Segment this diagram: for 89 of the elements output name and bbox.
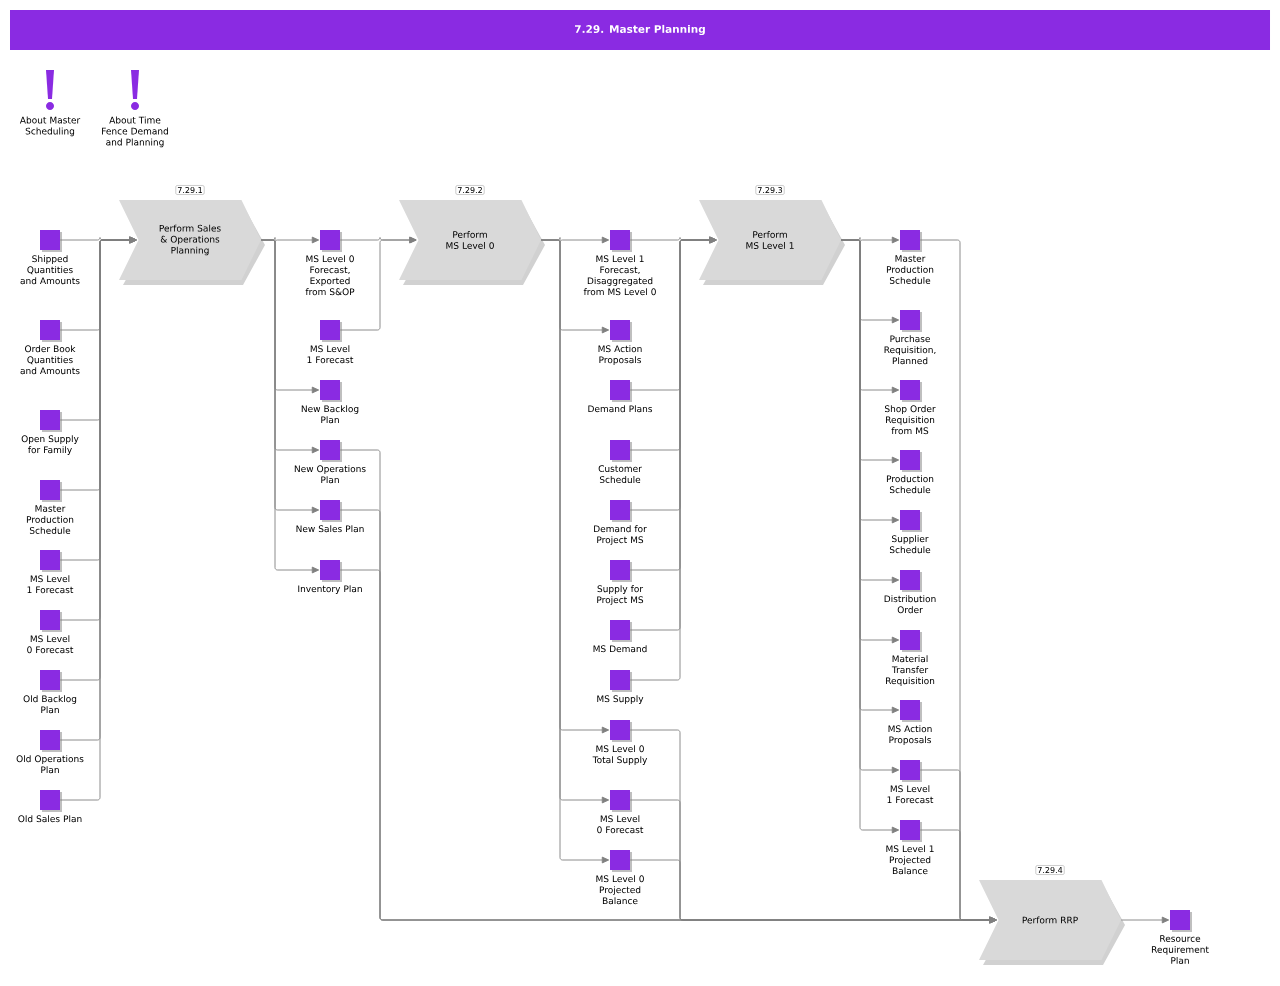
node-label: Resource Requirement Plan — [1151, 935, 1209, 964]
data-object: Old Backlog Plan — [23, 670, 77, 714]
node-label: Demand Plans — [588, 405, 653, 413]
node-label: Demand for Project MS — [594, 525, 647, 545]
note-link: About Time Fence Demand and Planning — [102, 116, 168, 148]
node-label: MS Action Proposals — [598, 345, 642, 365]
data-object: MS Level 0 Forecast — [27, 610, 74, 654]
process-chevron: Perform Sales & Operations Planning — [119, 200, 265, 285]
node-label: New Backlog Plan — [301, 405, 359, 424]
node-label: Old Operations Plan — [16, 755, 84, 774]
node-label: Order Book Quantities and Amounts — [20, 345, 80, 375]
data-object: MS Level 1 Forecast — [887, 760, 934, 804]
data-object: Demand for Project MS — [594, 500, 647, 545]
step-number: 7.29.4 — [1035, 865, 1065, 875]
step-number: 7.29.2 — [455, 185, 485, 195]
data-object: Resource Requirement Plan — [1151, 910, 1209, 964]
connector-arrow — [339, 236, 417, 331]
title-bar: 7.29. Master Planning — [10, 10, 1270, 50]
data-object: Master Production Schedule — [886, 230, 934, 284]
node-label: Old Sales Plan — [18, 815, 82, 823]
data-object: New Operations Plan — [294, 440, 366, 484]
node-label: MS Level 1 Forecast — [887, 785, 934, 804]
node-label: MS Level 1 Forecast — [307, 345, 354, 364]
data-object: MS Level 0 Forecast — [597, 790, 644, 834]
data-object: Order Book Quantities and Amounts — [20, 320, 80, 375]
data-object: MS Level 1 Forecast, Disaggregated from MS Level 0 — [583, 230, 656, 296]
process-chevron: Perform MS Level 1 — [699, 200, 845, 285]
node-label: Material Transfer Requisition — [886, 655, 935, 686]
data-object: Material Transfer Requisition — [886, 630, 935, 686]
step-number: 7.29.3 — [755, 185, 785, 195]
note-link: About Master Scheduling — [19, 116, 81, 137]
node-label: MS Level 1 Projected Balance — [886, 845, 934, 875]
process-chevron: Perform MS Level 0 — [399, 200, 545, 285]
data-object: Purchase Requisition, Planned — [884, 310, 936, 365]
data-object: MS Level 0 Total Supply — [592, 720, 648, 765]
data-object: Distribution Order — [884, 570, 936, 614]
node-label: Supplier Schedule — [889, 535, 931, 554]
data-object: New Sales Plan — [296, 500, 364, 533]
data-object: Demand Plans — [588, 380, 653, 413]
data-object: Open Supply for Family — [21, 410, 79, 455]
data-object: Customer Schedule — [598, 440, 642, 483]
node-label: MS Level 0 Forecast — [597, 815, 644, 834]
data-object: Master Production Schedule — [26, 480, 74, 534]
node-label: MS Level 0 Total Supply — [592, 745, 648, 765]
node-label: Production Schedule — [886, 475, 934, 494]
node-label: Master Production Schedule — [886, 255, 934, 284]
data-object: MS Supply — [597, 670, 644, 704]
data-object: Old Operations Plan — [16, 730, 84, 774]
node-label: Customer Schedule — [598, 465, 642, 484]
node-label: MS Level 0 Projected Balance — [596, 875, 644, 905]
node-label: MS Level 1 Forecast — [27, 575, 74, 594]
data-object: Production Schedule — [886, 450, 934, 494]
node-label: MS Level 0 Forecast, Exported from S&OP — [305, 255, 355, 296]
node-label: New Sales Plan — [296, 525, 364, 533]
data-object: Inventory Plan — [298, 560, 362, 594]
data-object: Old Sales Plan — [18, 790, 82, 823]
node-label: Shop Order Requisition from MS — [885, 405, 936, 435]
node-label: MS Level 0 Forecast — [27, 635, 74, 654]
node-label: MS Supply — [597, 695, 644, 704]
process-chevron: Perform RRP — [979, 880, 1125, 965]
node-label: Master Production Schedule — [26, 505, 74, 534]
node-label: MS Demand — [593, 645, 647, 653]
data-object: MS Demand — [593, 620, 647, 653]
data-object: MS Level 0 Projected Balance — [596, 850, 644, 905]
data-object: Supply for Project MS — [597, 560, 644, 605]
data-object: MS Level 1 Forecast — [307, 320, 354, 364]
node-label: Inventory Plan — [298, 585, 362, 594]
data-object: New Backlog Plan — [301, 380, 359, 424]
data-object: MS Action Proposals — [888, 700, 932, 745]
step-number: 7.29.1 — [175, 185, 205, 195]
data-object: Shop Order Requisition from MS — [885, 380, 936, 435]
node-label: MS Action Proposals — [888, 725, 932, 745]
data-object: Supplier Schedule — [889, 510, 931, 554]
node-label: Shipped Quantities and Amounts — [20, 255, 80, 285]
data-object: MS Level 0 Forecast, Exported from S&OP — [305, 230, 355, 296]
node-label: MS Level 1 Forecast, Disaggregated from MS Level 0 — [583, 255, 656, 296]
node-label: Open Supply for Family — [21, 435, 79, 455]
connector-arrow — [1120, 916, 1170, 924]
data-object: MS Action Proposals — [598, 320, 642, 365]
data-object: Shipped Quantities and Amounts — [20, 230, 80, 285]
data-object: MS Level 1 Projected Balance — [886, 820, 934, 875]
node-label: Supply for Project MS — [597, 585, 644, 605]
connector-arrow — [260, 239, 320, 574]
node-label: Purchase Requisition, Planned — [884, 335, 936, 365]
data-object: MS Level 1 Forecast — [27, 550, 74, 594]
node-label: New Operations Plan — [294, 465, 366, 484]
node-label: Old Backlog Plan — [23, 695, 77, 714]
connector-arrow — [919, 829, 997, 924]
node-label: Distribution Order — [884, 595, 936, 614]
